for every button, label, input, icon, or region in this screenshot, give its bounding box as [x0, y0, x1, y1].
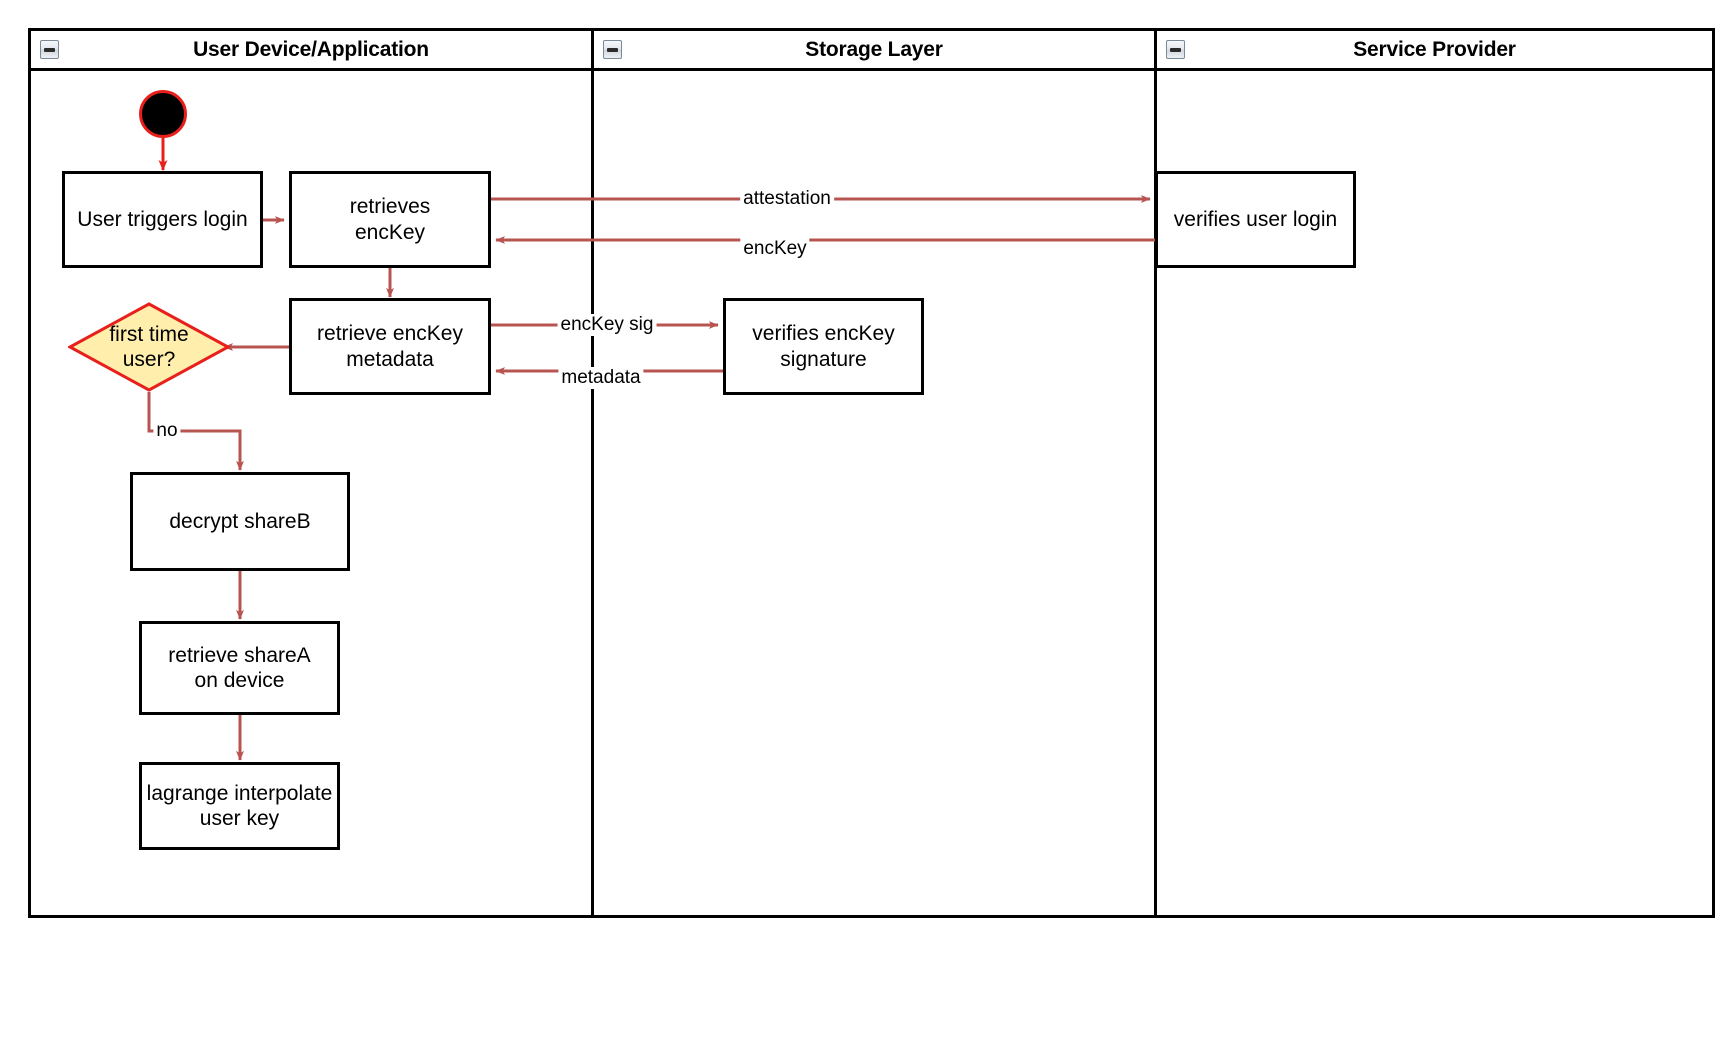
lane-title-service-provider: Service Provider	[1353, 37, 1516, 61]
node-retrieves-enckey[interactable]: retrieves encKey	[289, 171, 491, 268]
node-label: verifies user login	[1173, 207, 1338, 231]
node-label: verifies encKey signature	[752, 322, 895, 371]
node-label: retrieve shareA on device	[168, 643, 311, 692]
node-verifies-enckey-signature[interactable]: verifies encKey signature	[723, 298, 924, 395]
lane-user-device-application: User Device/Application	[31, 31, 591, 915]
node-lagrange-interpolate-user-key[interactable]: lagrange interpolate user key	[139, 762, 340, 850]
edge-label-no: no	[153, 420, 181, 442]
node-decrypt-shareb[interactable]: decrypt shareB	[130, 472, 350, 571]
edge-label-metadata: metadata	[558, 367, 644, 389]
node-user-triggers-login[interactable]: User triggers login	[62, 171, 263, 268]
node-first-time-user-decision[interactable]: first time user?	[66, 302, 232, 392]
lane-title-user-device-application: User Device/Application	[193, 37, 429, 61]
lane-header-storage-layer: Storage Layer	[594, 31, 1154, 71]
lane-header-service-provider: Service Provider	[1157, 31, 1712, 71]
lane-title-storage-layer: Storage Layer	[805, 37, 943, 61]
node-label: retrieves encKey	[349, 195, 431, 244]
node-label: decrypt shareB	[169, 509, 311, 533]
decision-shape	[66, 302, 232, 392]
node-verifies-user-login[interactable]: verifies user login	[1155, 171, 1356, 268]
collapse-minus-icon[interactable]	[603, 40, 622, 59]
node-retrieve-sharea-on-device[interactable]: retrieve shareA on device	[139, 621, 340, 715]
node-label: first time user?	[109, 322, 189, 371]
node-label: retrieve encKey metadata	[317, 322, 463, 371]
node-label: lagrange interpolate user key	[146, 781, 333, 830]
edge-label-enckey-sig: encKey sig	[557, 314, 657, 336]
node-label: User triggers login	[77, 207, 248, 231]
lane-storage-layer: Storage Layer	[591, 31, 1154, 915]
collapse-minus-icon[interactable]	[40, 40, 59, 59]
collapse-minus-icon[interactable]	[1166, 40, 1185, 59]
lane-header-user-device-application: User Device/Application	[31, 31, 591, 71]
edge-label-attestation: attestation	[740, 188, 834, 210]
start-node[interactable]	[139, 90, 187, 138]
node-retrieve-enckey-metadata[interactable]: retrieve encKey metadata	[289, 298, 491, 395]
edge-label-enckey: encKey	[740, 238, 810, 260]
lane-service-provider: Service Provider	[1154, 31, 1712, 915]
